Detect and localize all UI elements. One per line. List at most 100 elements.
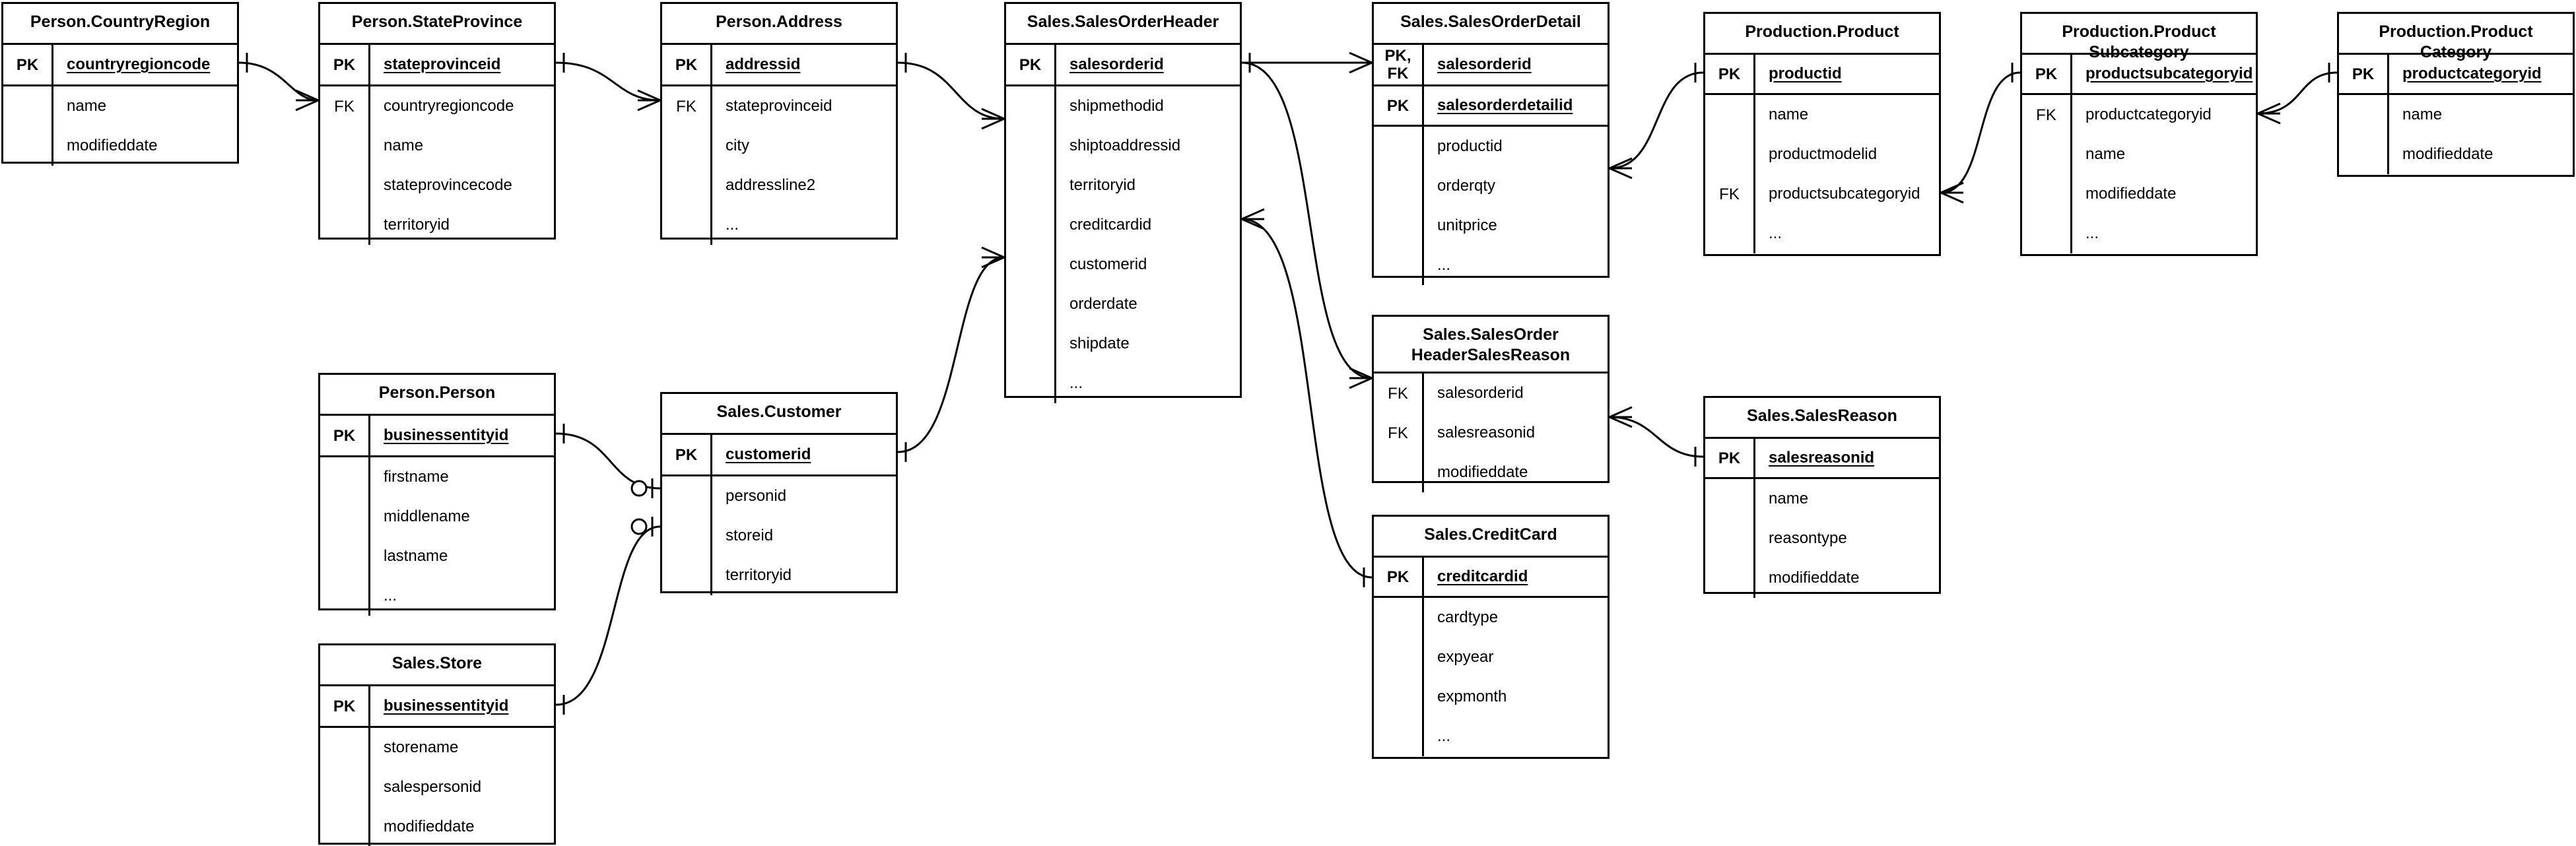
attribute-row[interactable]: productmodelid: [1705, 135, 1939, 174]
attribute-name-text: name: [67, 97, 107, 115]
attribute-row[interactable]: cardtype: [1374, 598, 1608, 637]
attribute-row[interactable]: modifieddate: [2022, 174, 2256, 214]
attribute-row[interactable]: customerid: [1006, 245, 1240, 284]
attribute-row[interactable]: ...: [1374, 717, 1608, 756]
attribute-row[interactable]: reasontype: [1705, 519, 1939, 558]
attribute-row[interactable]: orderdate: [1006, 284, 1240, 324]
attribute-row[interactable]: storename: [320, 728, 554, 767]
attribute-row[interactable]: name: [320, 126, 554, 166]
relationship-line: [1609, 71, 1704, 170]
attribute-row[interactable]: orderqty: [1374, 166, 1608, 206]
attribute-row[interactable]: ...: [320, 576, 554, 616]
attribute-name-text: ...: [2085, 224, 2099, 242]
attribute-row[interactable]: ...: [1374, 245, 1608, 285]
attribute-name-text: firstname: [384, 468, 449, 486]
attribute-row[interactable]: salespersonid: [320, 767, 554, 807]
attribute-name: modifieddate: [53, 126, 237, 166]
attribute-row[interactable]: territoryid: [662, 556, 896, 595]
attribute-row[interactable]: ...: [1705, 214, 1939, 253]
attribute-row[interactable]: firstname: [320, 457, 554, 497]
relationship-rel-creditcard-salesorderheader: [1241, 208, 1373, 587]
attribute-row[interactable]: modifieddate: [3, 126, 237, 166]
attribute-row[interactable]: modifieddate: [1374, 453, 1608, 492]
entity-title: Person.CountryRegion: [3, 4, 237, 45]
attribute-name: name: [370, 126, 554, 166]
attribute-row[interactable]: city: [662, 126, 896, 166]
attribute-row[interactable]: ...: [662, 205, 896, 245]
attribute-row[interactable]: middlename: [320, 497, 554, 537]
key-indicator: [320, 205, 370, 245]
attribute-row[interactable]: lastname: [320, 537, 554, 576]
attribute-row[interactable]: name: [1705, 95, 1939, 135]
attribute-name: modifieddate: [1424, 453, 1608, 492]
attribute-row[interactable]: ...: [2022, 214, 2256, 253]
key-indicator: [662, 556, 712, 595]
attribute-row[interactable]: name: [2022, 135, 2256, 174]
attribute-name-text: reasontype: [1769, 529, 1847, 547]
key-indicator: [1006, 324, 1056, 364]
attribute-row[interactable]: modifieddate: [1705, 558, 1939, 598]
attribute-row[interactable]: storeid: [662, 516, 896, 556]
attribute-row[interactable]: creditcardid: [1006, 205, 1240, 245]
attribute-row[interactable]: territoryid: [320, 205, 554, 245]
attribute-name: personid: [712, 476, 896, 516]
attribute-row[interactable]: productid: [1374, 127, 1608, 166]
attribute-row[interactable]: addressline2: [662, 166, 896, 205]
attribute-row[interactable]: name: [1705, 479, 1939, 519]
entity-title: Sales.CreditCard: [1374, 517, 1608, 558]
attribute-row[interactable]: expyear: [1374, 637, 1608, 677]
attribute-row[interactable]: name: [3, 86, 237, 126]
attribute-row[interactable]: modifieddate: [2339, 135, 2573, 174]
attribute-row[interactable]: expmonth: [1374, 677, 1608, 717]
attribute-row[interactable]: name: [2339, 95, 2573, 135]
attribute-row[interactable]: stateprovincecode: [320, 166, 554, 205]
attribute-row[interactable]: unitprice: [1374, 206, 1608, 245]
relationship-rel-productsubcategory-product: [1940, 63, 2021, 204]
attribute-row[interactable]: shipdate: [1006, 324, 1240, 364]
attribute-row[interactable]: shipmethodid: [1006, 86, 1240, 126]
attribute-row[interactable]: shiptoaddressid: [1006, 126, 1240, 166]
attribute-name-text: name: [1769, 490, 1809, 507]
attribute-row[interactable]: personid: [662, 476, 896, 516]
attribute-row[interactable]: territoryid: [1006, 166, 1240, 205]
attribute-row[interactable]: ...: [1006, 364, 1240, 403]
attribute-row[interactable]: modifieddate: [320, 807, 554, 846]
